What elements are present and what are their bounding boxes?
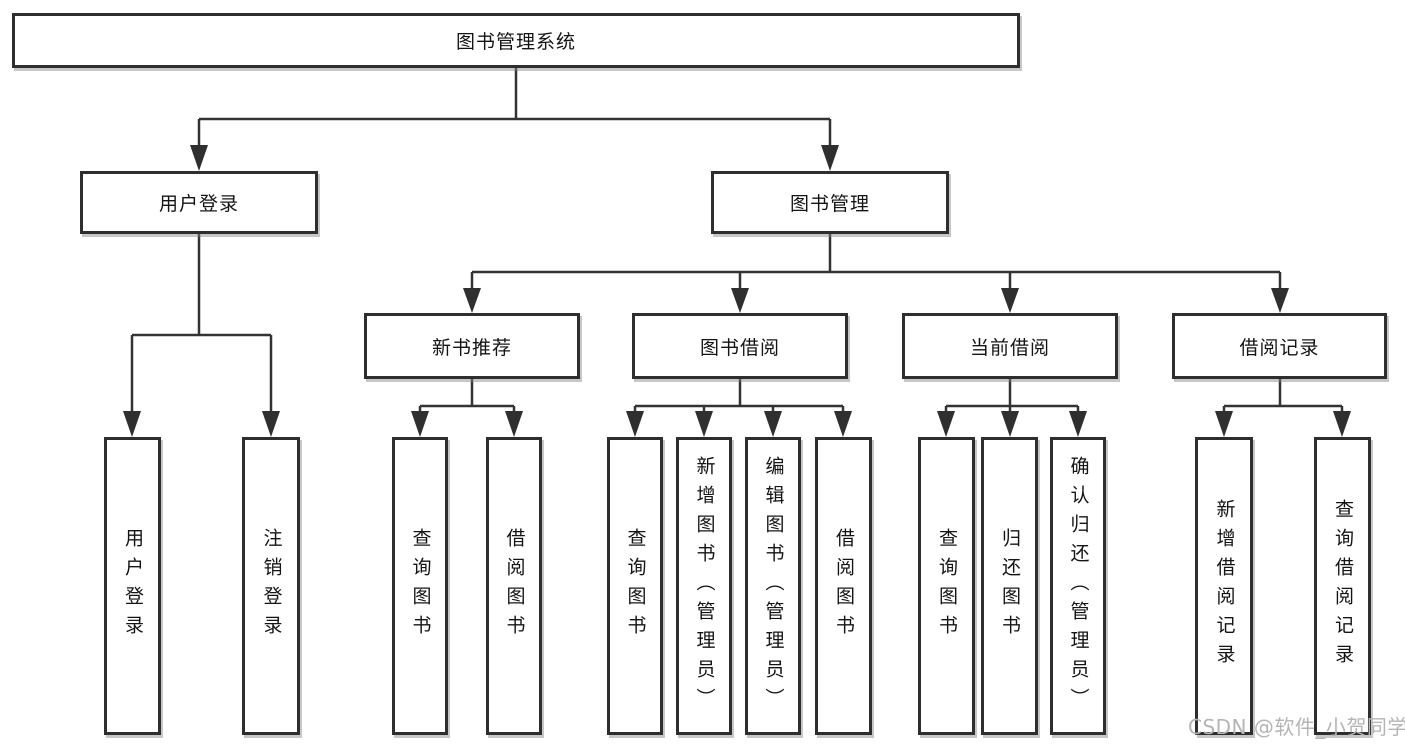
leaf-confirm-return-admin: 确认归还（管理员） xyxy=(1050,437,1106,735)
node-new-book-recommendation-label: 新书推荐 xyxy=(431,336,512,359)
connector-current-borrow-to-leaves xyxy=(937,379,1087,437)
connector-root-to-level2 xyxy=(190,68,839,171)
leaf-confirm-return-admin-label: 确认归还（管理员） xyxy=(1067,455,1090,717)
node-book-management: 图书管理 xyxy=(711,171,949,234)
leaf-add-book-admin-label: 新增图书（管理员） xyxy=(693,455,716,717)
node-book-borrowing: 图书借阅 xyxy=(632,313,848,379)
leaf-return-book: 归还图书 xyxy=(981,437,1038,735)
leaf-borrow-book-label: 借阅图书 xyxy=(833,528,855,644)
connector-new-book-rec-to-leaves xyxy=(411,379,523,437)
leaf-borrow-book-recommendation-label: 借阅图书 xyxy=(503,528,526,644)
leaf-user-login: 用户登录 xyxy=(104,437,161,735)
leaf-user-login-label: 用户登录 xyxy=(122,528,144,644)
node-current-borrowing: 当前借阅 xyxy=(902,313,1118,379)
node-user-login-label: 用户登录 xyxy=(158,193,239,215)
leaf-borrow-book: 借阅图书 xyxy=(815,437,872,735)
node-root-system: 图书管理系统 xyxy=(12,13,1020,68)
node-book-management-label: 图书管理 xyxy=(789,193,870,215)
leaf-edit-book-admin-label: 编辑图书（管理员） xyxy=(762,455,785,717)
leaf-query-book-recommendation: 查询图书 xyxy=(392,437,448,735)
connector-book-mgmt-to-level3 xyxy=(463,234,1289,313)
leaf-edit-book-admin: 编辑图书（管理员） xyxy=(745,437,801,735)
node-new-book-recommendation: 新书推荐 xyxy=(364,313,580,379)
leaf-add-book-admin: 新增图书（管理员） xyxy=(676,437,732,735)
leaf-return-book-label: 归还图书 xyxy=(999,528,1021,644)
leaf-query-book-current-label: 查询图书 xyxy=(936,528,958,644)
leaf-logout: 注销登录 xyxy=(242,437,300,735)
csdn-watermark: CSDN @软件_小贺同学 xyxy=(1188,715,1405,739)
connector-borrow-records-to-leaves xyxy=(1215,379,1351,437)
node-current-borrowing-label: 当前借阅 xyxy=(969,336,1050,359)
leaf-query-book-borrowing-label: 查询图书 xyxy=(624,528,647,644)
leaf-query-book-borrowing: 查询图书 xyxy=(607,437,663,735)
node-root-system-label: 图书管理系统 xyxy=(455,31,576,53)
leaf-query-book-current: 查询图书 xyxy=(918,437,975,735)
leaf-query-book-recommendation-label: 查询图书 xyxy=(409,528,432,644)
node-user-login: 用户登录 xyxy=(80,171,318,234)
connector-book-borrow-to-leaves xyxy=(626,379,852,437)
leaf-logout-label: 注销登录 xyxy=(260,528,283,644)
node-borrowing-records: 借阅记录 xyxy=(1172,313,1387,379)
node-book-borrowing-label: 图书借阅 xyxy=(699,336,780,359)
connector-user-login-to-leaves xyxy=(123,234,280,437)
node-borrowing-records-label: 借阅记录 xyxy=(1239,336,1320,359)
leaf-query-borrow-record: 查询借阅记录 xyxy=(1314,437,1371,735)
leaf-add-borrow-record: 新增借阅记录 xyxy=(1195,437,1253,735)
leaf-add-borrow-record-label: 新增借阅记录 xyxy=(1213,499,1236,673)
leaf-borrow-book-recommendation: 借阅图书 xyxy=(486,437,542,735)
leaf-query-borrow-record-label: 查询借阅记录 xyxy=(1332,499,1354,673)
